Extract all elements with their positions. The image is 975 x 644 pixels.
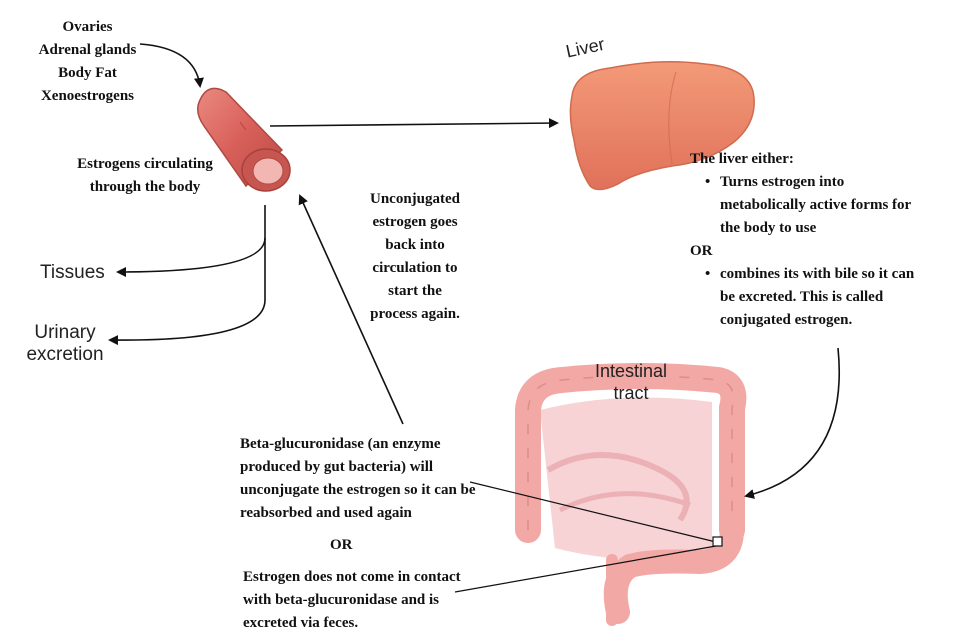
intestinal-tract-illustration xyxy=(515,363,747,626)
blood-vessel-illustration xyxy=(197,87,291,192)
unconjugated-estrogen-label: Unconjugated estrogen goes back into cir… xyxy=(369,191,460,322)
circulating-label: Estrogens circulating through the body xyxy=(77,156,213,195)
feces-excretion-label: Estrogen does not come in contact with b… xyxy=(243,569,461,631)
liver-option-2: • combines its with bile so it can be ex… xyxy=(705,266,915,328)
source-adrenal-glands: Adrenal glands xyxy=(38,42,137,58)
source-body-fat: Body Fat xyxy=(58,65,117,81)
estrogen-sources-list: Ovaries Adrenal glands Body Fat Xenoestr… xyxy=(20,16,155,108)
to-tissues-arrow xyxy=(116,237,266,277)
beta-glucuronidase-label: Beta-glucuronidase (an enzyme produced b… xyxy=(240,436,476,521)
intestinal-tract-label: Intestinal tract xyxy=(594,361,668,403)
urinary-excretion-label: Urinary excretion xyxy=(26,322,104,365)
liver-info-text: The liver either: • Turns estrogen into … xyxy=(690,148,970,332)
beta-pointer-line xyxy=(469,481,717,543)
liver-illustration xyxy=(569,61,755,191)
connector-arrows xyxy=(108,43,840,593)
or-label: OR xyxy=(330,537,353,553)
source-xenoestrogens: Xenoestrogens xyxy=(40,88,135,104)
vessel-to-liver-arrow xyxy=(269,118,559,129)
liver-info-heading: The liver either: xyxy=(690,151,794,167)
sources-to-vessel-arrow xyxy=(139,43,204,88)
reabsorption-arrow xyxy=(298,194,404,425)
source-ovaries: Ovaries xyxy=(62,19,113,35)
liver-option-1: • Turns estrogen into metabolically acti… xyxy=(705,174,912,236)
liver-info-or: OR xyxy=(690,243,713,259)
to-urinary-arrow xyxy=(108,238,266,346)
colon-focus-box xyxy=(712,536,723,547)
liver-to-intestine-arrow xyxy=(744,347,840,499)
feces-pointer-line xyxy=(454,545,717,593)
tissues-label: Tissues xyxy=(40,262,105,283)
